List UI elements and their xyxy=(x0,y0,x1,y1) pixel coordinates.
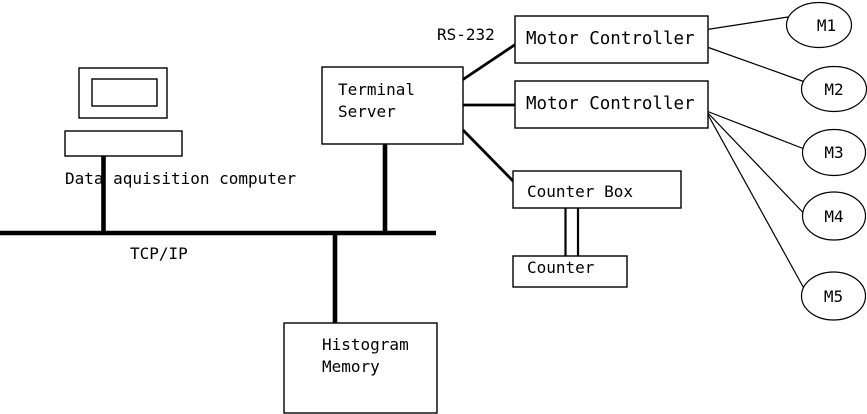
link-mc1-m2 xyxy=(706,46,804,83)
histogram-memory-label-line1: Histogram xyxy=(322,335,409,354)
motor-m2-label: M2 xyxy=(824,79,844,99)
motor-m1-label: M1 xyxy=(816,16,837,35)
link-terminal-motor-controller-1 xyxy=(462,42,517,81)
computer-icon xyxy=(64,67,183,157)
rs-232-label: RS-232 xyxy=(437,25,495,44)
motor-m3-ellipse xyxy=(801,128,867,177)
motor-m4-ellipse xyxy=(801,191,867,241)
link-mc1-m1 xyxy=(706,16,789,31)
tcp-ip-label: TCP/IP xyxy=(130,244,188,263)
counter-box-label: Counter Box xyxy=(527,182,633,201)
computer-screen xyxy=(91,78,158,107)
link-mc2-m4 xyxy=(706,111,804,213)
motor-controller-1-label: Motor Controller xyxy=(526,29,695,49)
terminal-server-label-line2: Server xyxy=(338,102,396,121)
histogram-memory-label-line2: Memory xyxy=(322,357,380,376)
terminal-server-label-line1: Terminal xyxy=(338,80,416,99)
counter-box-box xyxy=(512,170,682,209)
terminal-server-box xyxy=(321,66,464,145)
computer-keyboard xyxy=(64,130,183,157)
motor-m1-ellipse xyxy=(785,1,853,49)
motor-m5-label: M5 xyxy=(823,286,844,306)
motor-m3-label: M3 xyxy=(824,143,844,162)
link-terminal-counter-box xyxy=(462,129,515,183)
counter-box xyxy=(512,255,628,288)
motor-m4-label: M4 xyxy=(824,206,844,226)
link-mc2-m5 xyxy=(705,111,805,289)
link-mc2-m3 xyxy=(706,110,804,150)
counter-label: Counter xyxy=(527,258,595,277)
histogram-memory-box xyxy=(283,322,438,414)
data-acquisition-computer-label: Data aquisition computer xyxy=(65,169,297,188)
motor-controller-1-box xyxy=(514,15,709,64)
motor-controller-2-box xyxy=(514,80,709,129)
motor-m5-ellipse xyxy=(800,271,867,321)
motor-controller-2-label: Motor Controller xyxy=(526,94,695,114)
